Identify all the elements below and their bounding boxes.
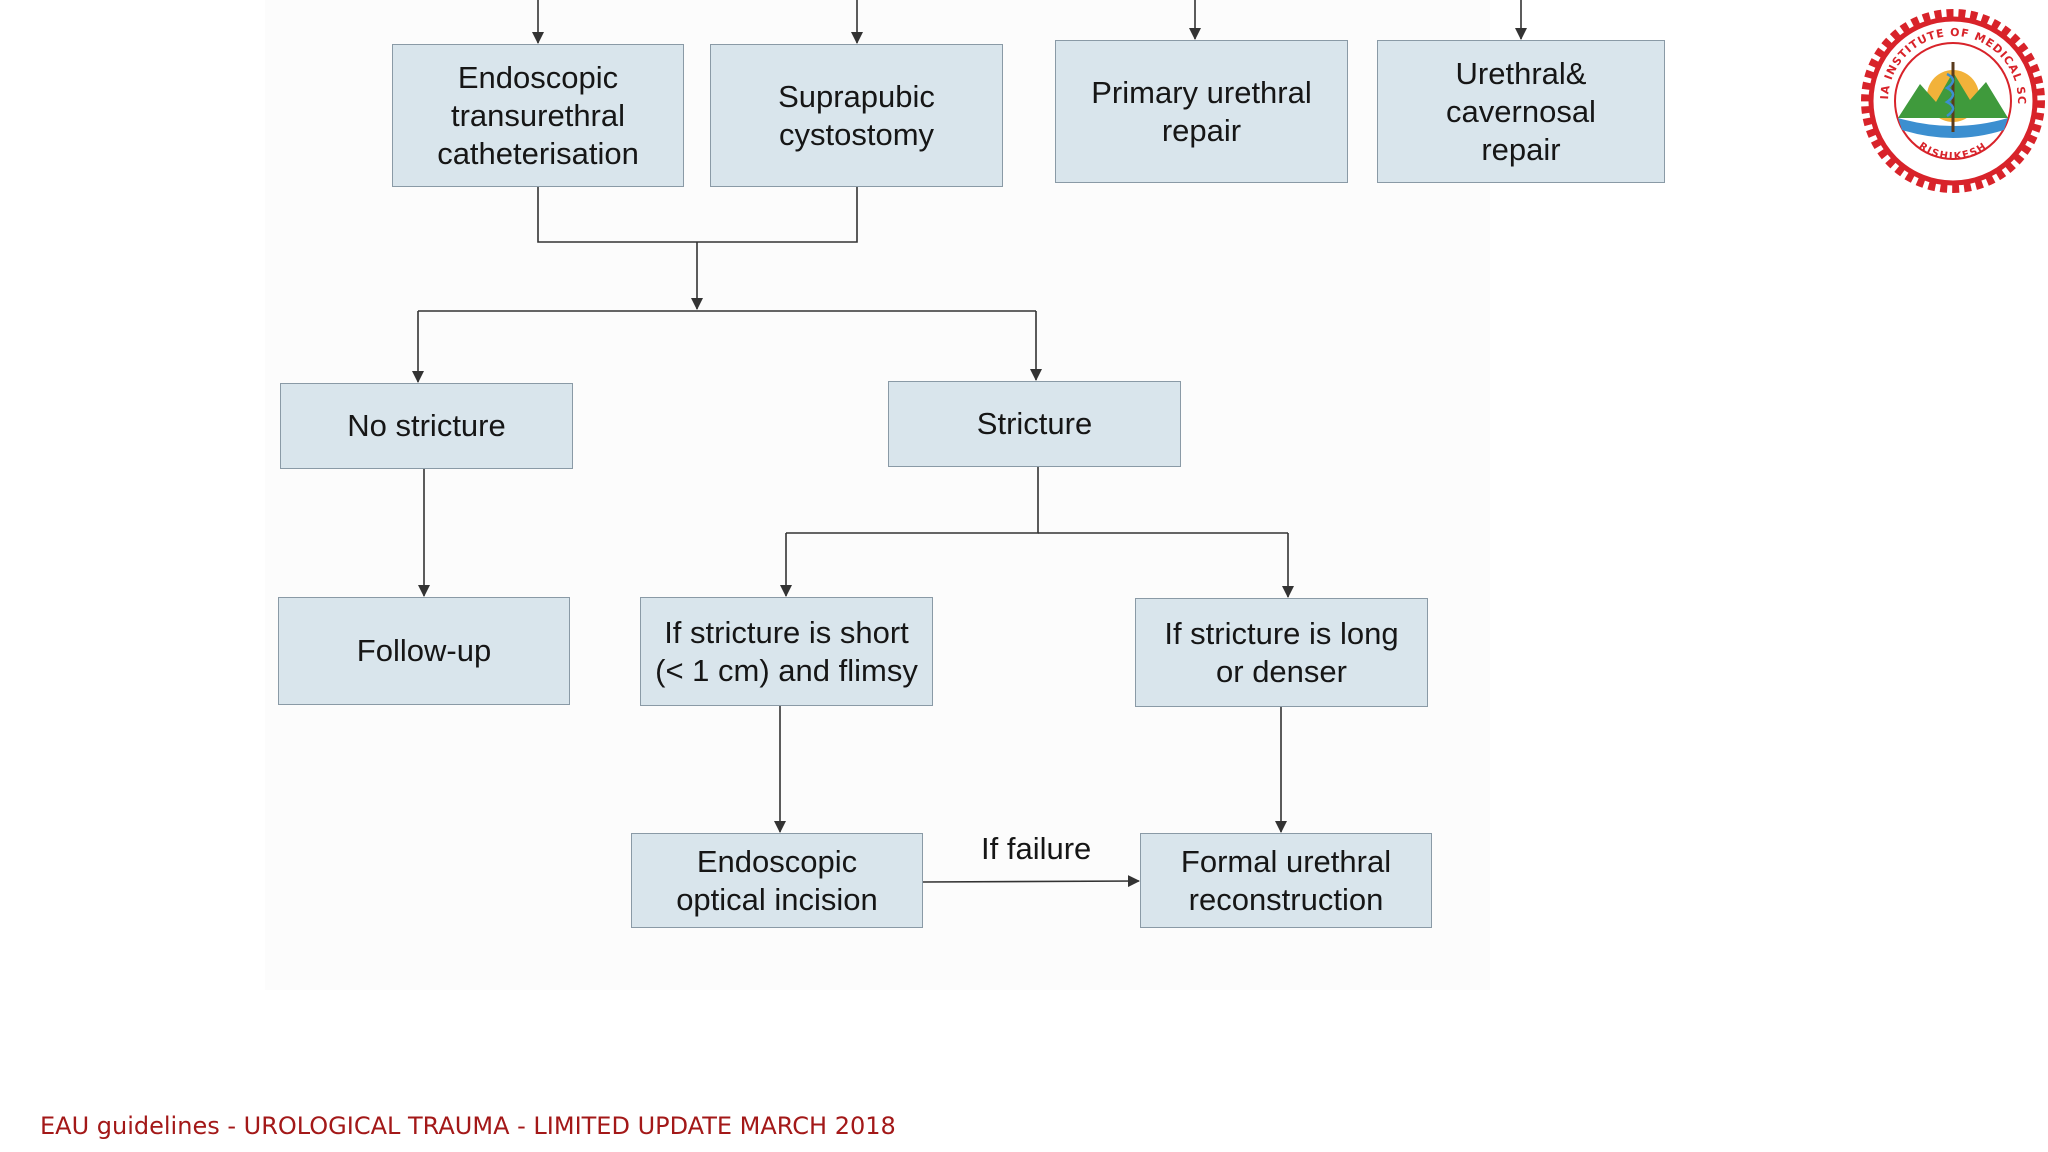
node-suprapubic-cystostomy: Suprapubic cystostomy [710, 44, 1003, 187]
edge-label-if-failure: If failure [981, 831, 1092, 866]
node-label: Urethral& cavernosal repair [1446, 55, 1596, 167]
node-label: Endoscopic optical incision [676, 843, 878, 917]
node-label: No stricture [347, 408, 506, 443]
node-endoscopic-catheterisation: Endoscopic transurethral catheterisation [392, 44, 684, 187]
node-label: Primary urethral repair [1091, 74, 1312, 148]
stricture-split [786, 467, 1039, 534]
node-stricture: Stricture [888, 381, 1181, 467]
aiims-rishikesh-logo: ALL INDIA INSTITUTE OF MEDICAL SCIENCES … [1858, 6, 2045, 193]
node-follow-up: Follow-up [278, 597, 570, 705]
node-label: If stricture is short (< 1 cm) and flims… [655, 614, 918, 688]
node-label: Suprapubic cystostomy [778, 78, 935, 152]
node-stricture-short: If stricture is short (< 1 cm) and flims… [640, 597, 933, 706]
arrow-if-failure [922, 875, 1140, 888]
node-no-stricture: No stricture [280, 383, 573, 469]
node-label: Endoscopic transurethral catheterisation [437, 59, 639, 171]
node-label: Follow-up [356, 633, 492, 668]
logo-emblem [1898, 62, 2008, 138]
node-urethral-cavernosal-repair: Urethral& cavernosal repair [1377, 40, 1665, 183]
node-label: Formal urethral reconstruction [1180, 843, 1392, 917]
node-formal-reconstruction: Formal urethral reconstruction [1140, 833, 1432, 928]
node-label: Stricture [976, 406, 1093, 441]
merge-connector [537, 187, 858, 243]
node-label: If stricture is long or denser [1164, 615, 1399, 689]
node-primary-urethral-repair: Primary urethral repair [1055, 40, 1348, 183]
node-stricture-long: If stricture is long or denser [1135, 598, 1428, 707]
footer-citation: EAU guidelines - UROLOGICAL TRAUMA - LIM… [40, 1112, 896, 1140]
node-optical-incision: Endoscopic optical incision [631, 833, 923, 928]
